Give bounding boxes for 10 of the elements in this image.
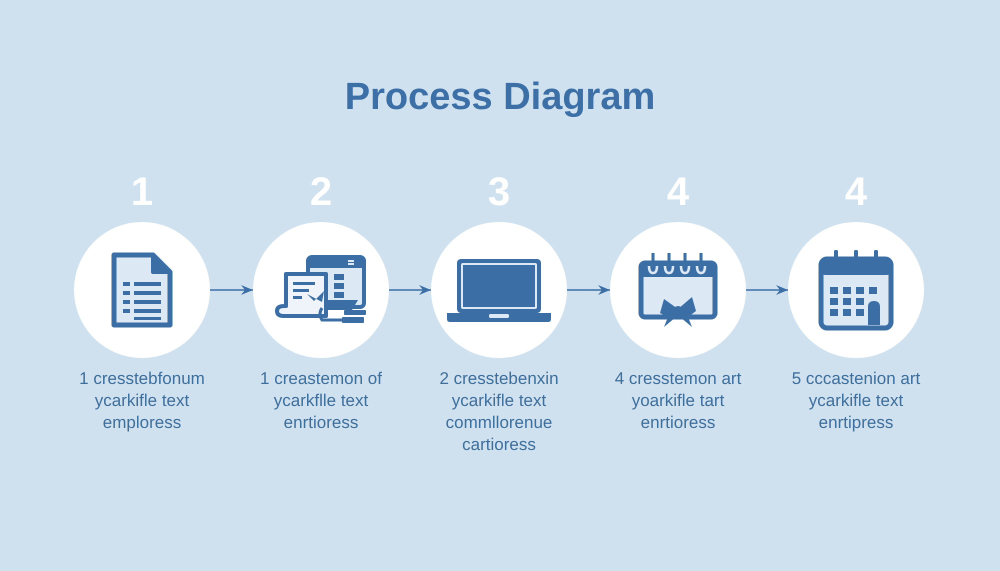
arrow (567, 285, 610, 295)
arrow (210, 285, 253, 295)
step-description: 1 cresstebfonum ycarkifle text emploress (78, 368, 206, 434)
step-description: 1 creastemon of ycarkflle text enrtioress (259, 368, 383, 434)
arrow (746, 285, 788, 295)
diagram-title: Process Diagram (344, 75, 656, 120)
arrow (389, 285, 431, 295)
step-description: 2 cresstebenxin ycarkifle text commllorenue cartioress (438, 368, 560, 456)
step-description: 4 cresstemon art yoarkifle tart enrtioress (614, 368, 742, 434)
step-description: 5 cccastenion art ycarkifle text enrtipress (790, 368, 922, 434)
